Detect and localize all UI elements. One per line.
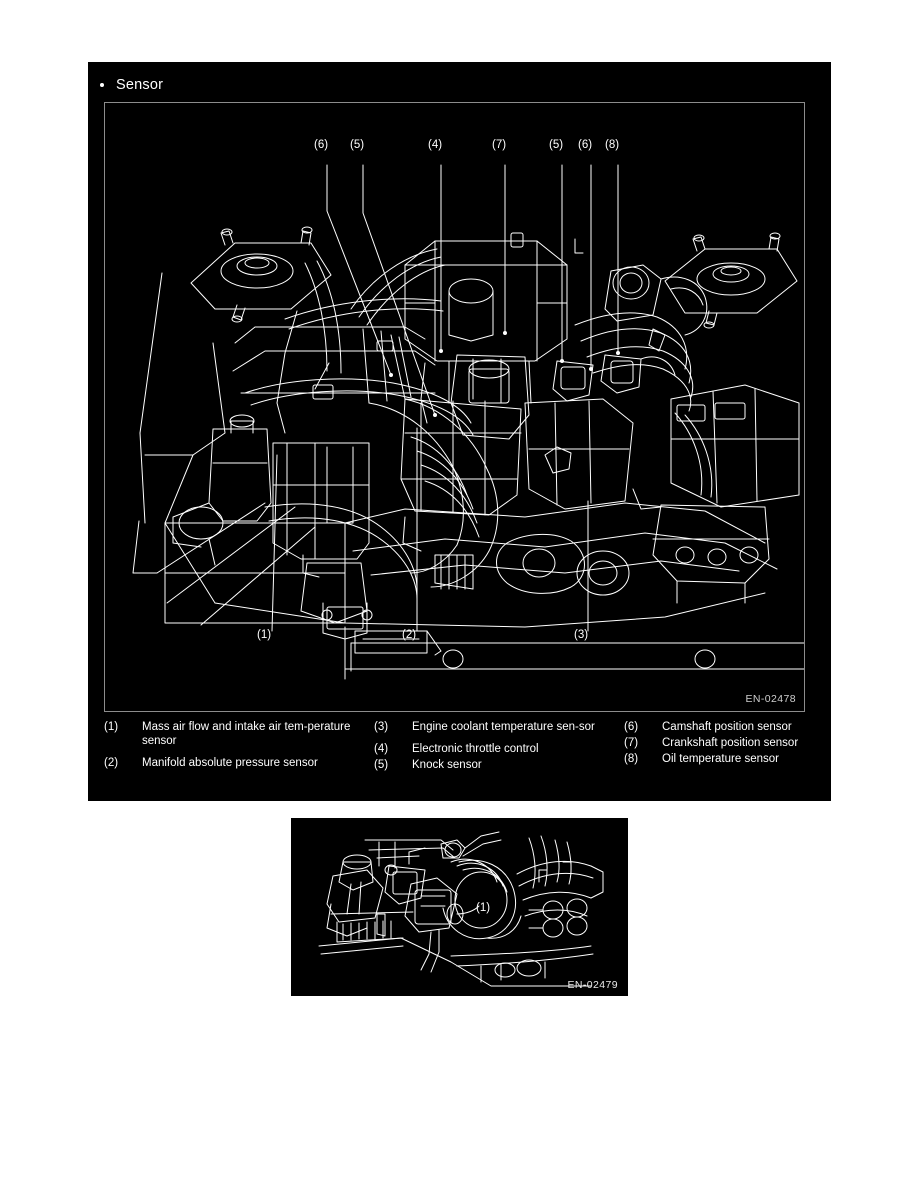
- section-heading: Sensor: [100, 74, 163, 96]
- legend-item-1-label: Mass air flow and intake air tem-peratur…: [142, 721, 351, 747]
- callout-1-bottom: (1): [257, 629, 272, 641]
- callout-6-top-left: (6): [314, 139, 329, 151]
- legend-item-3: (3) Engine coolant temperature sen-sor: [374, 720, 624, 734]
- legend-item-8-number: (8): [624, 753, 639, 765]
- callout-6-top-right: (6): [578, 139, 593, 151]
- sensor-detail-diagram: [318, 831, 604, 987]
- bullet-icon: [100, 83, 104, 87]
- callout-3-bottom: (3): [574, 629, 589, 641]
- legend-item-7-number: (7): [624, 737, 639, 749]
- sensor-legend: (1) Mass air flow and intake air tem-per…: [104, 720, 816, 780]
- legend-item-1-number: (1): [104, 721, 119, 733]
- legend-item-6-number: (6): [624, 721, 639, 733]
- legend-item-2: (2) Manifold absolute pressure sensor: [104, 756, 374, 770]
- legend-item-1: (1) Mass air flow and intake air tem-per…: [104, 720, 374, 748]
- figure-id-main: EN-02478: [745, 693, 796, 705]
- legend-item-4: (4) Electronic throttle control: [374, 742, 624, 756]
- legend-item-2-label: Manifold absolute pressure sensor: [142, 757, 318, 769]
- legend-column-1: (1) Mass air flow and intake air tem-per…: [104, 720, 374, 780]
- detail-callout-1: (1): [476, 902, 491, 914]
- callout-7-top: (7): [492, 139, 507, 151]
- legend-item-7: (7) Crankshaft position sensor: [624, 736, 816, 750]
- legend-item-8: (8) Oil temperature sensor: [624, 752, 816, 766]
- legend-item-5-number: (5): [374, 759, 389, 771]
- legend-item-6-label: Camshaft position sensor: [662, 721, 792, 733]
- engine-bay-diagram: [132, 164, 804, 680]
- legend-item-3-number: (3): [374, 721, 389, 733]
- legend-item-8-label: Oil temperature sensor: [662, 753, 779, 765]
- main-figure-frame: (6) (5) (4) (7) (5) (6) (8) (1) (2) (3) …: [104, 102, 805, 712]
- legend-column-3: (6) Camshaft position sensor (7) Cranksh…: [624, 720, 816, 780]
- callout-5-top-left: (5): [350, 139, 365, 151]
- section-heading-label: Sensor: [116, 77, 164, 93]
- legend-item-4-number: (4): [374, 743, 389, 755]
- legend-item-5-label: Knock sensor: [412, 759, 482, 771]
- legend-item-4-label: Electronic throttle control: [412, 743, 539, 755]
- legend-item-6: (6) Camshaft position sensor: [624, 720, 816, 734]
- callout-5-top-right: (5): [549, 139, 564, 151]
- callout-8-top-right: (8): [605, 139, 620, 151]
- legend-column-2: (3) Engine coolant temperature sen-sor (…: [374, 720, 624, 780]
- sensor-section-panel: Sensor: [88, 62, 831, 801]
- detail-figure-panel: (1) EN-02479: [291, 818, 628, 996]
- legend-item-2-number: (2): [104, 757, 119, 769]
- callout-4-top: (4): [428, 139, 443, 151]
- legend-item-5: (5) Knock sensor: [374, 758, 624, 772]
- callout-2-bottom: (2): [402, 629, 417, 641]
- figure-id-detail: EN-02479: [567, 979, 618, 991]
- legend-item-3-label: Engine coolant temperature sen-sor: [412, 721, 595, 733]
- legend-item-7-label: Crankshaft position sensor: [662, 737, 799, 749]
